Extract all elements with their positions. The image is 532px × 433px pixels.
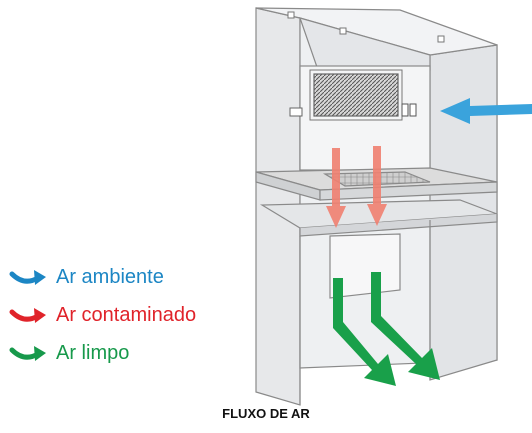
contaminated-arrow-1 — [326, 148, 346, 228]
legend-item-clean: Ar limpo — [8, 334, 238, 372]
curved-arrow-icon — [9, 270, 46, 285]
curved-arrow-icon — [9, 308, 46, 323]
ambient-air-arrow — [440, 98, 532, 124]
legend-item-contaminated: Ar contaminado — [8, 296, 238, 334]
legend: Ar ambiente Ar contaminado Ar limpo — [8, 258, 238, 372]
lower-opening — [329, 233, 401, 299]
grille-housing — [309, 69, 403, 121]
hinge-center — [339, 27, 347, 35]
control-switch-2 — [409, 103, 417, 117]
contaminated-arrow-2 — [367, 146, 387, 226]
clean-arrow-2 — [371, 272, 440, 380]
legend-label: Ar contaminado — [56, 304, 197, 326]
ambient-arrow-shape — [440, 98, 532, 124]
hinge-left — [287, 11, 295, 19]
clean-air-arrows — [333, 272, 440, 386]
legend-label: Ar ambiente — [56, 266, 164, 288]
legend-item-ambient: Ar ambiente — [8, 258, 238, 296]
curved-arrow-icon — [9, 346, 46, 361]
hinge-right — [437, 35, 445, 43]
diagram-caption: FLUXO DE AR — [222, 406, 310, 421]
filter-grille — [313, 73, 399, 117]
control-switch-1 — [401, 103, 409, 117]
clean-arrow-1 — [333, 278, 396, 386]
side-socket — [289, 107, 303, 117]
contaminated-air-arrows — [326, 146, 387, 228]
legend-label: Ar limpo — [56, 342, 130, 364]
